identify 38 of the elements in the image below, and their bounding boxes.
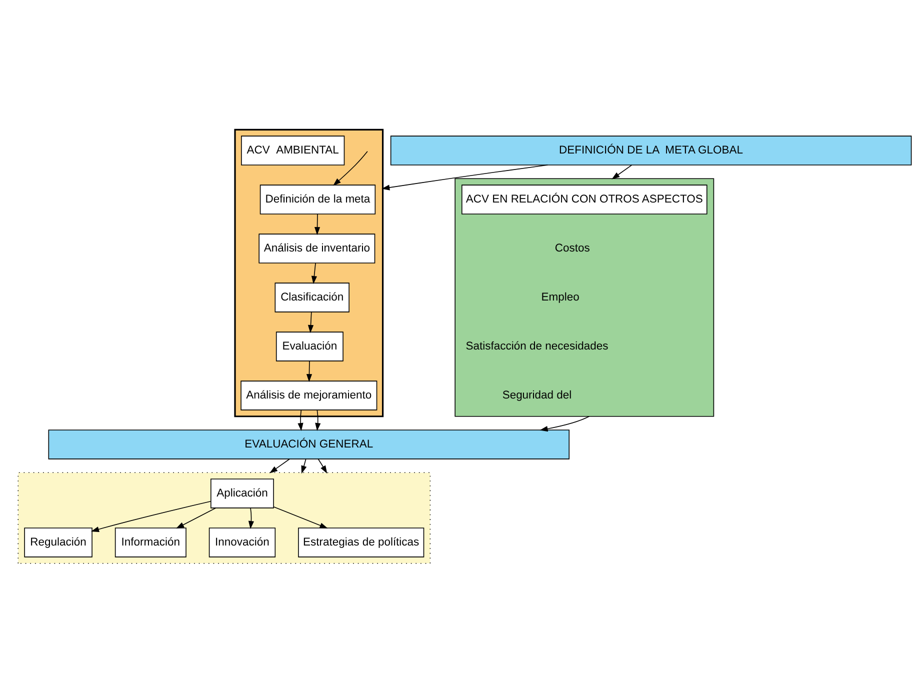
label: Empleo xyxy=(541,290,580,303)
arrow xyxy=(301,458,307,474)
label: Satisfacción de necesidades xyxy=(466,340,608,352)
cluster xyxy=(454,178,714,416)
node-box: EVALUACIÓN GENERAL xyxy=(48,429,570,459)
arrow xyxy=(306,360,312,382)
arrow xyxy=(540,415,590,432)
arrow xyxy=(311,262,318,284)
arrow xyxy=(314,213,320,235)
node-box: Innovación xyxy=(208,527,276,557)
arrow xyxy=(176,507,216,528)
label: Costos xyxy=(554,242,590,254)
arrow xyxy=(308,311,314,333)
arrow xyxy=(612,164,632,179)
cluster xyxy=(234,128,384,417)
node-box: Aplicación xyxy=(210,478,274,508)
label: Seguridad del xyxy=(502,388,572,401)
node-box: ACV AMBIENTAL xyxy=(241,135,345,165)
node-box: DEFINICIÓN DE LA META GLOBAL xyxy=(390,135,912,165)
arrow xyxy=(382,164,548,190)
arrow xyxy=(90,500,212,532)
arrow xyxy=(273,506,328,528)
node-box: Definición de la meta xyxy=(260,184,376,214)
node-box: Análisis de inventario xyxy=(258,233,376,263)
node-box: Estrategias de políticas xyxy=(298,527,424,557)
node-box: Información xyxy=(114,527,186,557)
node-box: Análisis de mejoramiento xyxy=(240,380,378,410)
node-box: Clasificación xyxy=(274,282,350,312)
arrow xyxy=(315,409,321,431)
node-box: ACV EN RELACIÓN CON OTROS ASPECTOS xyxy=(462,184,708,214)
arrow xyxy=(333,150,368,186)
node-box: Evaluación xyxy=(276,331,344,361)
node-box: Regulación xyxy=(24,527,92,557)
arrow xyxy=(269,458,290,473)
arrow xyxy=(248,507,254,529)
arrow xyxy=(318,458,328,474)
cluster xyxy=(18,472,431,564)
arrow xyxy=(298,409,304,431)
